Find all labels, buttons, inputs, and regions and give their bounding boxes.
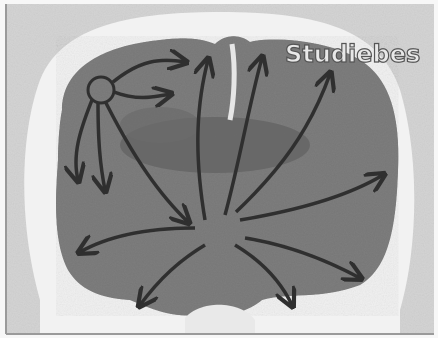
dark-patch-left bbox=[120, 107, 200, 143]
overlay-label: Studiebes bbox=[285, 40, 420, 68]
